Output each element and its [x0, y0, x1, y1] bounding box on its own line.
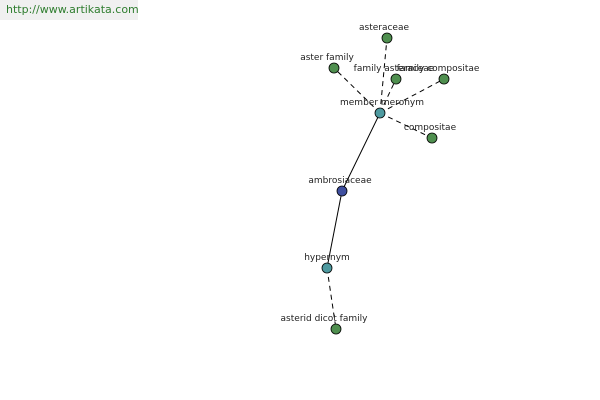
label-member-meronym: member meronym [340, 98, 424, 108]
edges [326, 37, 445, 330]
node-ambrosiaceae[interactable] [336, 185, 348, 197]
node-compositae[interactable] [426, 132, 438, 144]
node-aster-family[interactable] [328, 62, 340, 74]
edge-member-meronym-aster-family [333, 67, 381, 114]
node-member-meronym[interactable] [374, 107, 386, 119]
node-asterid-dicot-family[interactable] [330, 323, 342, 335]
label-compositae: compositae [404, 123, 457, 133]
label-hypernym: hypernym [304, 253, 350, 263]
node-family-asteraceae[interactable] [390, 73, 402, 85]
label-asterid-dicot-family: asterid dicot family [281, 314, 369, 324]
edge-member-meronym-family-asteraceae [379, 78, 397, 114]
label-family-asteraceae: family asteraceae [354, 64, 435, 74]
node-hypernym[interactable] [321, 262, 333, 274]
node-family-compositae[interactable] [438, 73, 450, 85]
label-aster-family: aster family [300, 53, 354, 63]
edge-member-meronym-family-compositae [379, 78, 445, 114]
nodes [321, 32, 450, 335]
edge-member-meronym-compositae [379, 112, 433, 139]
node-asteraceae[interactable] [381, 32, 393, 44]
edge-member-meronym-ambrosiaceae [341, 112, 381, 192]
watermark: http://www.artikata.com [0, 0, 139, 20]
edge-ambrosiaceae-hypernym [326, 190, 343, 269]
edge-hypernym-asterid-dicot-family [326, 267, 337, 330]
edge-member-meronym-asteraceae [379, 37, 388, 114]
labels: asteraceae aster family family asteracea… [281, 23, 480, 324]
label-family-compositae: family compositae [397, 64, 480, 74]
label-asteraceae: asteraceae [359, 23, 409, 33]
label-ambrosiaceae: ambrosiaceae [308, 176, 372, 186]
